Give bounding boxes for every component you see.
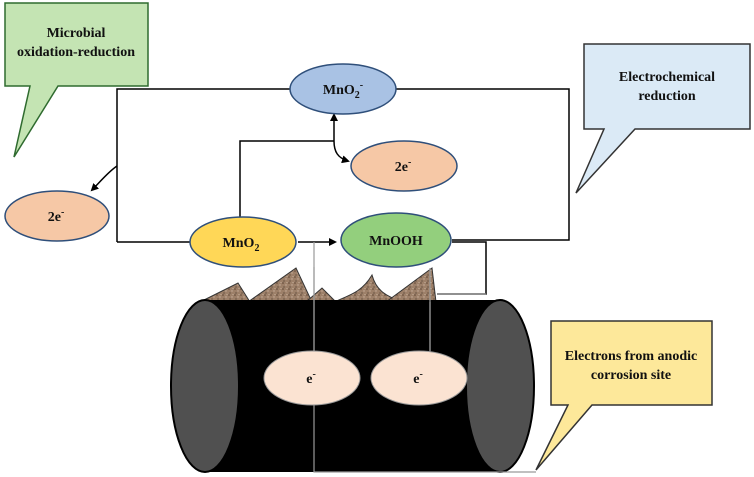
electron-line-overlays [313, 267, 431, 351]
node-mno2-minus: MnO2- [289, 63, 397, 115]
callout-electrochemical-shape [575, 43, 751, 194]
pipe-right-end [465, 299, 535, 473]
callout-electrons-shape [535, 320, 713, 471]
to-2e-right-arrow [333, 140, 350, 164]
outer-loop-line [116, 88, 290, 242]
callout-electrochemical-line1: Electrochemical [619, 70, 715, 85]
node-2e-left: 2e- [4, 190, 110, 242]
node-mno2: MnO2 [189, 216, 297, 268]
node-2e-right-label: 2e- [395, 157, 412, 175]
callout-electrons-line1: Electrons from anodic [565, 349, 697, 364]
callout-microbial-line1: Microbial [47, 26, 106, 41]
deposit-5 [384, 267, 437, 303]
to-2e-left-arrow [90, 165, 118, 192]
deposit-1 [199, 282, 251, 303]
node-mno2-label: MnO2 [223, 236, 260, 254]
node-electron-left-shape [263, 350, 361, 406]
node-2e-right-shape [350, 140, 458, 192]
arrows [90, 113, 350, 246]
node-mno2-minus-label: MnO2- [323, 80, 363, 101]
node-electron-right-shape [370, 350, 468, 406]
pipe-left-end [170, 299, 240, 473]
node-mno2-minus-shape [289, 63, 397, 115]
callout-electrochemical: Electrochemical reduction [575, 43, 751, 194]
inner-loop-line [239, 140, 334, 218]
node-electron-right-label: e- [413, 369, 423, 387]
outer-loop-right-line [395, 88, 570, 241]
deposit-3 [304, 287, 338, 303]
node-mnooh-shape [340, 212, 452, 268]
callout-microbial-line2: oxidation-reduction [17, 45, 135, 60]
corrosion-deposits [199, 267, 437, 303]
connector-lines [116, 88, 570, 295]
node-electron-left-label: e- [306, 369, 316, 387]
node-electron-right: e- [370, 350, 468, 406]
node-2e-left-shape [4, 190, 110, 242]
callout-electrochemical-line2: reduction [638, 89, 696, 104]
callout-microbial-shape [4, 2, 149, 158]
node-mnooh: MnOOH [340, 212, 452, 268]
node-mno2-shape [189, 216, 297, 268]
node-2e-right: 2e- [350, 140, 458, 192]
callout-electrons-line2: corrosion site [591, 368, 671, 383]
deposit-2 [246, 267, 313, 303]
node-electron-left: e- [263, 350, 361, 406]
callout-electrons: Electrons from anodic corrosion site [535, 320, 713, 471]
callout-microbial: Microbial oxidation-reduction [4, 2, 149, 158]
node-mnooh-label: MnOOH [369, 234, 423, 249]
node-2e-left-label: 2e- [48, 207, 65, 225]
